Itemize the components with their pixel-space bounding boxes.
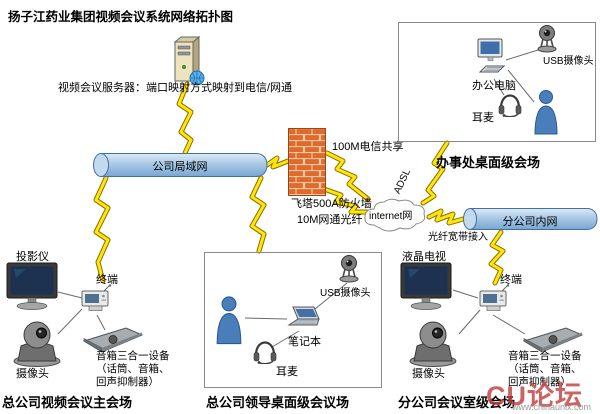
hq-terminal-label: 终端	[96, 274, 118, 286]
branch-terminal-label: 终端	[500, 274, 522, 286]
branch-ptz-camera-icon	[406, 316, 460, 373]
server-label: 视频会议服务器：端口映射方式映射到电信/网通	[58, 82, 293, 94]
office-desktop-computer-icon	[476, 38, 508, 85]
lightning-bolt-lan-hq-main	[93, 175, 111, 284]
hq-leader-caption: 总公司领导桌面级会议场	[206, 395, 350, 410]
branch-terminal-icon	[478, 284, 510, 321]
server-icon	[170, 34, 206, 91]
lightning-bolt-lan-hq-leader	[249, 175, 267, 254]
office-headset-label: 耳麦	[472, 112, 494, 124]
firewall-label: 飞塔500A防火墙	[291, 198, 372, 210]
lightning-bolt-server-lan	[176, 81, 194, 156]
leader-headset-icon	[252, 340, 278, 369]
leader-laptop-icon	[286, 306, 324, 337]
leader-person-icon	[214, 294, 244, 351]
company-lan-label: 公司局域网	[152, 161, 208, 173]
leader-webcam-icon	[336, 254, 362, 289]
branch-camera-label: 摄像头	[412, 368, 445, 380]
page-title: 扬子江药业集团视频会议系统网络拓扑图	[8, 10, 234, 24]
leader-usb-camera-label: USB摄像头	[320, 288, 371, 299]
hq-camera-label: 摄像头	[16, 368, 49, 380]
firewall-icon	[288, 128, 326, 201]
branch-tv-label: 液晶电视	[402, 251, 446, 263]
office-webcam-icon	[534, 24, 560, 59]
lightning-bolt-adsl	[420, 140, 450, 206]
company-lan-pipe-icon	[92, 152, 268, 183]
branch-lan-pipe-icon	[462, 207, 598, 236]
office-pc-label: 办公电脑	[472, 80, 516, 92]
telecom-link-label: 100M电信共享	[332, 141, 404, 153]
branch-speakerphone-icon	[522, 326, 584, 359]
netcom-link-label: 10M网通光纤	[297, 214, 363, 226]
hq-tv-icon	[6, 262, 60, 317]
branch-speaker-label: 音箱三合一设备（话筒、音箱、回声抑制器）	[508, 350, 582, 389]
hq-terminal-icon	[80, 284, 112, 321]
office-person-icon	[532, 88, 560, 141]
lightning-bolt-lan-firewall	[264, 155, 291, 170]
office-usb-camera-label: USB摄像头	[543, 56, 594, 67]
branch-lan-label: 分公司内网	[502, 216, 558, 228]
watermark-url: www.chinaunix.com	[512, 402, 592, 412]
office-site-caption: 办事处桌面级会场	[436, 155, 541, 170]
lightning-bolt-firewall-internet-netcom	[321, 186, 370, 215]
hq-projector-label: 投影仪	[16, 251, 49, 263]
hq-ptz-camera-icon	[10, 316, 64, 373]
internet-cloud-icon	[360, 196, 430, 239]
lightning-bolt-branch-room	[488, 229, 506, 286]
leader-headset-label: 耳麦	[276, 366, 298, 378]
internet-label: internet网	[369, 211, 413, 222]
server-icon-graphic	[173, 35, 205, 86]
office-headset-icon	[497, 93, 523, 122]
device-links	[57, 49, 539, 348]
lightning-bolt-internet-branch	[426, 208, 466, 226]
fiber-access-label: 光纤宽带接入	[428, 232, 488, 243]
hq-main-caption: 总公司视频会议主会场	[2, 395, 133, 410]
office-site-box	[398, 22, 596, 142]
watermark-brand: CU论坛	[486, 381, 583, 411]
lightning-bolt-firewall-internet-telecom	[324, 150, 371, 202]
leader-laptop-label: 笔记本	[288, 336, 321, 348]
branch-caption: 分公司会议室级会场	[398, 395, 516, 410]
hq-speaker-label: 音箱三合一设备（话筒、音箱、回声抑制器）	[96, 350, 170, 389]
hq-speakerphone-icon	[82, 326, 144, 359]
branch-tv-icon	[400, 262, 454, 317]
hq-leader-site-box	[204, 252, 382, 388]
